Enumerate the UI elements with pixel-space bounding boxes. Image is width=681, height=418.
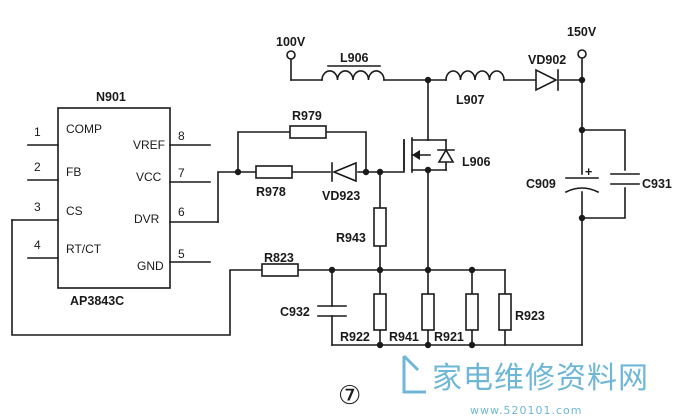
label-r979: R979: [292, 109, 322, 123]
ic-n901: N901 AP3843C 1 2 3 4 COMP FB CS RT/CT 8 …: [11, 90, 219, 308]
wire-r979-left: [237, 131, 291, 173]
wire-r979-right: [325, 131, 367, 173]
diode-vd902: VD902: [528, 53, 566, 92]
pin-2-num: 2: [34, 160, 41, 174]
resistor-r943: R943: [336, 207, 387, 247]
junction: [578, 76, 586, 84]
resistor-r921: R921: [434, 293, 479, 344]
pin-4-num: 4: [34, 238, 41, 252]
c909-polarity: +: [585, 165, 592, 179]
junction: [424, 341, 432, 349]
capacitor-c909: + C909: [526, 165, 600, 194]
pin-3-label: CS: [66, 204, 83, 218]
pin-5-num: 5: [178, 247, 185, 261]
terminal-100v: [286, 50, 296, 60]
junction: [578, 214, 586, 222]
resistor-r979: R979: [289, 109, 327, 139]
wire-c931-bot: [581, 187, 626, 219]
inductor-l906: L906: [321, 51, 385, 81]
junction: [328, 266, 336, 274]
pin-6-num: 6: [178, 205, 185, 219]
label-100v: 100V: [276, 35, 306, 49]
label-c931: C931: [642, 177, 672, 191]
label-r921: R921: [434, 330, 464, 344]
watermark: 家电维修资料网 www.520101.com: [402, 354, 649, 417]
wire-gate: [379, 139, 405, 173]
terminal-150v: [577, 49, 587, 59]
diode-vd923: VD923: [322, 161, 360, 203]
resistor-r922: R922: [340, 293, 387, 344]
pin-4-label: RT/CT: [66, 242, 102, 256]
label-c932: C932: [280, 305, 310, 319]
pin-2-label: FB: [66, 165, 81, 179]
label-l906-inductor: L906: [340, 51, 369, 65]
junction: [376, 266, 384, 274]
junction: [468, 266, 476, 274]
wire-dvr: [217, 171, 239, 223]
ic-part: AP3843C: [70, 294, 124, 308]
label-vd902: VD902: [528, 53, 566, 67]
pin-6-label: DVR: [134, 212, 160, 226]
capacitor-c931: C931: [610, 173, 672, 191]
junction: [376, 168, 384, 176]
mosfet: L906: [403, 137, 491, 173]
junction: [376, 341, 384, 349]
resistor-r923: R923: [498, 293, 545, 331]
inductor-l907: L907: [445, 70, 505, 107]
label-c909: C909: [526, 177, 556, 191]
watermark-cn: 家电维修资料网: [432, 361, 649, 396]
label-vd923: VD923: [322, 189, 360, 203]
junction: [362, 168, 370, 176]
resistor-r823: R823: [261, 251, 299, 277]
label-r923: R923: [515, 309, 545, 323]
label-150v: 150V: [567, 25, 597, 39]
label-r978: R978: [256, 185, 286, 199]
pin-1-label: COMP: [66, 122, 102, 136]
resistor-r941: R941: [389, 293, 435, 344]
label-r823: R823: [264, 251, 294, 265]
junctions: [234, 76, 586, 349]
pin-3-num: 3: [34, 200, 41, 214]
pin-5-label: GND: [137, 259, 164, 273]
figure-number: ⑦: [338, 381, 361, 411]
pin-7-label: VCC: [136, 170, 162, 184]
ic-body: [57, 107, 171, 289]
resistor-r978: R978: [255, 165, 293, 199]
junction: [468, 341, 476, 349]
pin-1-num: 1: [34, 125, 41, 139]
label-r941: R941: [389, 330, 419, 344]
wire-cs-to-r823: [11, 219, 263, 336]
label-r943: R943: [336, 231, 366, 245]
junction: [578, 126, 586, 134]
ic-name: N901: [96, 90, 126, 104]
junction: [424, 166, 432, 174]
pin-8-num: 8: [178, 129, 185, 143]
junction: [234, 168, 242, 176]
label-l907: L907: [456, 93, 485, 107]
pin-7-num: 7: [178, 166, 185, 180]
label-r922: R922: [340, 330, 370, 344]
junction: [424, 266, 432, 274]
watermark-url: www.520101.com: [470, 404, 582, 417]
junction: [424, 76, 432, 84]
capacitor-c932: C932: [280, 305, 347, 319]
pin-8-label: VREF: [133, 138, 165, 152]
wire-c931-top: [581, 129, 626, 171]
watermark-logo: [402, 354, 426, 394]
label-mosfet: L906: [462, 155, 491, 169]
